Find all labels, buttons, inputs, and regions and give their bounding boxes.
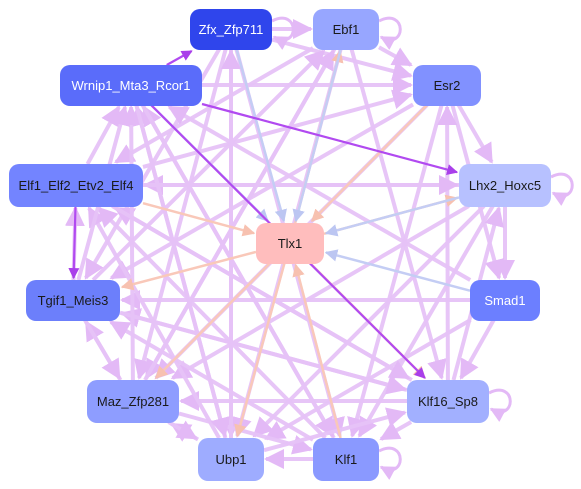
node-lhx2-hoxc5[interactable]: Lhx2_Hoxc5 (459, 164, 551, 207)
node-tgif1-meis3-box (26, 280, 120, 321)
node-wrnip1-mta3-rcor1[interactable]: Wrnip1_Mta3_Rcor1 (60, 65, 202, 106)
node-ubp1[interactable]: Ubp1 (198, 438, 264, 481)
node-ebf1[interactable]: Ebf1 (313, 9, 379, 50)
edge-klf16-to-esr2 (437, 105, 458, 381)
node-elf1-elf2-etv2-elf4[interactable]: Elf1_Elf2_Etv2_Elf4 (9, 164, 143, 207)
edge-maz-to-ubp1 (167, 420, 198, 441)
edge-tgif1-to-maz (83, 318, 122, 380)
node-zfx-zfp711-box (190, 9, 272, 50)
node-esr2[interactable]: Esr2 (413, 65, 481, 106)
edge-elf1-to-wrnip1 (85, 105, 121, 165)
node-ebf1-box (313, 9, 379, 50)
edge-smad1-to-tlx1 (324, 249, 471, 292)
node-maz-zfp281-box (87, 380, 179, 423)
edge-tlx1-to-maz (155, 262, 271, 379)
self-loops-layer (271, 16, 574, 480)
edge-wrnip1-to-lhx2 (201, 102, 459, 175)
node-tlx1-box (256, 223, 324, 264)
self-loop-klf16 (488, 388, 512, 422)
node-ubp1-box (198, 438, 264, 481)
edge-wrnip1-to-klf1 (140, 104, 335, 438)
edge-smad1-to-wrnip1 (167, 105, 472, 282)
edge-esr2-to-tlx1 (311, 104, 428, 222)
node-maz-zfp281[interactable]: Maz_Zfp281 (87, 380, 179, 423)
node-tgif1-meis3[interactable]: Tgif1_Meis3 (26, 280, 120, 321)
edge-klf16-to-klf1 (379, 420, 413, 441)
edge-elf1-to-tgif1 (68, 205, 80, 280)
edge-tgif1-to-klf16 (119, 310, 407, 395)
edge-tlx1-to-ubp1 (234, 262, 286, 438)
self-loop-ebf1 (378, 16, 402, 50)
edge-elf1-to-klf16 (111, 204, 411, 380)
node-smad1[interactable]: Smad1 (470, 280, 540, 321)
edge-ebf1-to-elf1 (114, 46, 315, 164)
edge-ebf1-to-esr2 (378, 45, 413, 67)
edge-lhx2-to-maz (170, 204, 470, 380)
edge-esr2-to-tgif1 (109, 102, 414, 280)
node-tlx1[interactable]: Tlx1 (256, 223, 324, 264)
node-klf16-sp8-box (407, 380, 489, 423)
self-loop-lhx2 (550, 172, 574, 206)
node-wrnip1-mta3-rcor1-box (60, 65, 202, 106)
node-zfx-zfp711[interactable]: Zfx_Zfp711 (190, 9, 272, 50)
edge-lhx2-to-tlx1 (324, 196, 460, 237)
edge-tlx1-to-tgif1 (120, 250, 257, 291)
edge-elf1-to-tlx1 (142, 201, 256, 237)
node-klf1[interactable]: Klf1 (313, 438, 379, 481)
edge-wrnip1-to-zfx (166, 50, 193, 66)
edge-zfx-to-tlx1 (235, 48, 287, 223)
node-lhx2-hoxc5-box (459, 164, 551, 207)
node-klf16-sp8[interactable]: Klf16_Sp8 (407, 380, 489, 423)
node-klf1-box (313, 438, 379, 481)
edge-klf1-to-tlx1 (292, 263, 342, 439)
node-esr2-box (413, 65, 481, 106)
edge-smad1-to-klf16 (459, 319, 496, 380)
node-smad1-box (470, 280, 540, 321)
node-elf1-elf2-etv2-elf4-box (9, 164, 143, 207)
edge-tgif1-to-ebf1 (91, 49, 326, 282)
edge-elf1-to-esr2 (142, 89, 413, 169)
edge-ubp1-to-klf16 (263, 407, 407, 453)
self-loop-klf1 (378, 446, 402, 480)
edge-esr2-to-lhx2 (456, 103, 494, 164)
self-loop-zfx (271, 16, 295, 50)
edge-lhx2-to-klf1 (357, 204, 495, 438)
edge-maz-to-ebf1 (143, 49, 336, 381)
